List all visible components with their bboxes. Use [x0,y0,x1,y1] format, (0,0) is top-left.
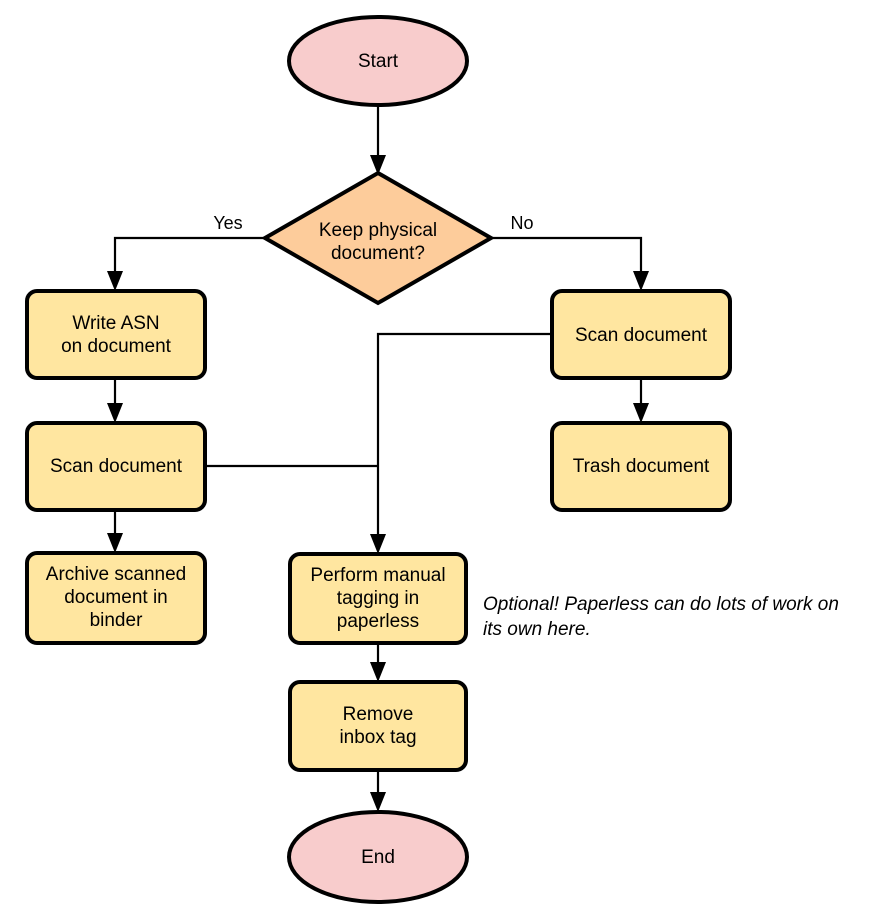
edge-decision-no-to-scan-right [491,236,649,291]
tagging-label-line2: tagging in [337,588,419,609]
node-start[interactable]: Start [287,15,469,107]
edge-label-no: No [510,213,533,233]
scan-document-left-label: Scan document [50,456,183,477]
edge-scan-left-to-archive [107,510,123,553]
arrowhead-icon [107,271,123,291]
note-optional-paperless: Optional! Paperless can do lots of work … [483,594,839,640]
trash-document-box[interactable] [550,421,732,512]
node-perform-manual-tagging[interactable]: Perform manual tagging in paperless [288,552,468,645]
node-remove-inbox-tag[interactable]: Remove inbox tag [288,680,468,772]
remove-inbox-label-line2: inbox tag [339,727,416,748]
remove-inbox-label-line1: Remove [343,704,414,725]
archive-label-line3: binder [90,610,143,631]
start-label: Start [358,51,399,72]
remove-inbox-box[interactable] [288,680,468,772]
arrowhead-icon [370,155,386,175]
arrowhead-icon [370,792,386,812]
node-write-asn-on-document[interactable]: Write ASN on document [25,289,207,380]
tagging-label-line1: Perform manual [310,565,445,586]
decision-label-line2: document? [331,243,425,264]
arrowhead-icon [107,533,123,553]
arrowhead-icon [633,403,649,423]
arrowhead-icon [107,403,123,423]
edge-write-asn-to-scan-left [107,378,123,423]
note-line2: its own here. [483,619,591,640]
arrowhead-icon [633,271,649,291]
scan-document-right-label: Scan document [575,325,708,346]
tagging-box[interactable] [288,552,468,645]
node-archive-scanned-document[interactable]: Archive scanned document in binder [25,551,207,645]
edge-scan-right-to-trash [633,378,649,423]
edge-start-to-decision [370,104,386,175]
edge-line [491,236,643,279]
decision-diamond[interactable] [260,170,496,306]
note-line1: Optional! Paperless can do lots of work … [483,594,839,615]
trash-document-label: Trash document [573,456,710,477]
edge-label-yes: Yes [213,213,242,233]
edge-remove-inbox-to-end [370,770,386,812]
archive-label-line2: document in [64,587,168,608]
arrowhead-icon [370,662,386,682]
node-end[interactable]: End [287,810,469,904]
edge-line [113,236,265,279]
edge-line [376,332,552,542]
node-scan-document-right[interactable]: Scan document [550,289,732,380]
arrowhead-icon [370,534,386,554]
write-asn-label-line2: on document [61,336,172,357]
archive-box[interactable] [25,551,207,645]
edge-scan-right-to-tagging [370,332,552,554]
end-ellipse[interactable] [287,810,469,904]
scan-document-left-box[interactable] [25,421,207,512]
write-asn-label-line1: Write ASN [72,313,159,334]
edge-tagging-to-remove-inbox [370,643,386,682]
node-decision-keep-physical-document[interactable]: Keep physical document? [260,170,496,306]
scan-document-right-box[interactable] [550,289,732,380]
node-trash-document[interactable]: Trash document [550,421,732,512]
end-label: End [361,847,395,868]
tagging-label-line3: paperless [337,611,419,632]
edge-decision-yes-to-write-asn [107,236,265,291]
decision-label-line1: Keep physical [319,220,437,241]
node-scan-document-left[interactable]: Scan document [25,421,207,512]
write-asn-box[interactable] [25,289,207,380]
archive-label-line1: Archive scanned [46,564,186,585]
start-ellipse[interactable] [287,15,469,107]
